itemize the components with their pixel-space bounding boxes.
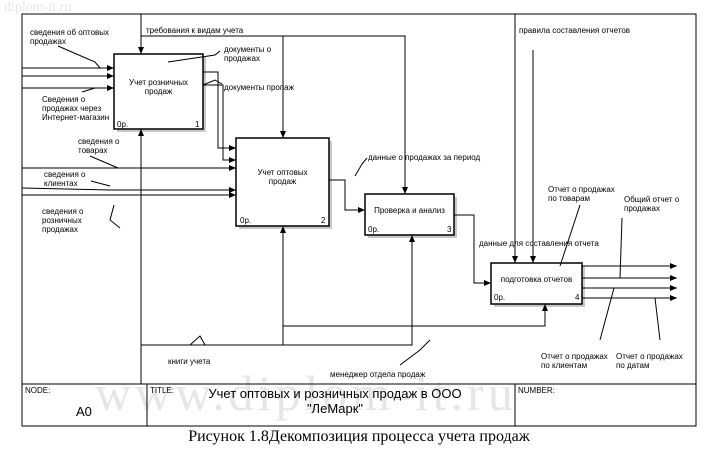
title-caption: TITLE:: [150, 386, 175, 395]
box-2-label: Учет оптовых продаж: [257, 168, 308, 186]
box-3-label: Проверка и анализ: [374, 206, 445, 215]
box-3: [364, 193, 457, 238]
label-report-by-dates: Отчет о продажах по датам: [616, 352, 683, 370]
box-3-number: 3: [447, 225, 452, 234]
watermark-top: diplom-it.ru: [4, 0, 72, 15]
label-clients-info: сведения о клиентах: [44, 170, 86, 188]
box-4: [490, 262, 585, 307]
figure-caption: Рисунок 1.8Декомпозиция процесса учета п…: [188, 428, 530, 445]
label-sales-docs: документы о продажах: [224, 45, 272, 63]
box-2-cost: 0р.: [240, 216, 252, 225]
box-1-number: 1: [195, 120, 200, 129]
label-sales-manager: менеджер отдела продаж: [330, 370, 426, 379]
label-wholesale-info: сведения об оптовых продажах: [30, 28, 110, 46]
label-general-report: Общий отчет о продажах: [624, 195, 680, 213]
box-4-number: 4: [575, 293, 580, 302]
title-frame: [22, 383, 696, 426]
box-1: [113, 53, 206, 132]
label-report-by-clients: Отчет о продажах по клиентам: [541, 352, 608, 370]
label-report-data: данные для составления отчета: [479, 239, 599, 248]
arrows: [21, 14, 677, 384]
box-4-label: подготовка отчетов: [500, 275, 573, 284]
label-account-books: книги учета: [168, 357, 211, 366]
box-1-cost: 0р.: [117, 120, 129, 129]
diagram-title: Учет оптовых и розничных продаж в ООО "Л…: [208, 386, 462, 416]
box-2-number: 2: [321, 216, 326, 225]
box-2: [235, 137, 332, 229]
label-requirements: требования к видам учета: [146, 26, 244, 35]
box-4-cost: 0р.: [494, 293, 506, 302]
diagram-border: [21, 13, 697, 427]
number-caption: NUMBER:: [518, 386, 555, 395]
box-3-cost: 0р.: [368, 225, 380, 234]
watermark-bottom: www.diplom-it.ru: [95, 365, 517, 421]
label-internet-sales: Сведения о продажах через Интернет-магаз…: [42, 95, 110, 122]
label-retail-info: сведения о розничных продажах: [42, 207, 84, 234]
node-caption: NODE:: [25, 386, 51, 395]
node-value: A0: [76, 404, 92, 419]
label-report-by-goods: Отчет о продажах по товарам: [548, 185, 615, 203]
label-period-data: данные о продажах за период: [368, 153, 481, 162]
label-lost-docs: документы пропаж: [224, 83, 294, 92]
box-1-label: Учет розничных продаж: [128, 78, 189, 96]
label-rules: правила составления отчетов: [519, 26, 631, 35]
label-goods-info: сведения о товарах: [78, 137, 120, 155]
